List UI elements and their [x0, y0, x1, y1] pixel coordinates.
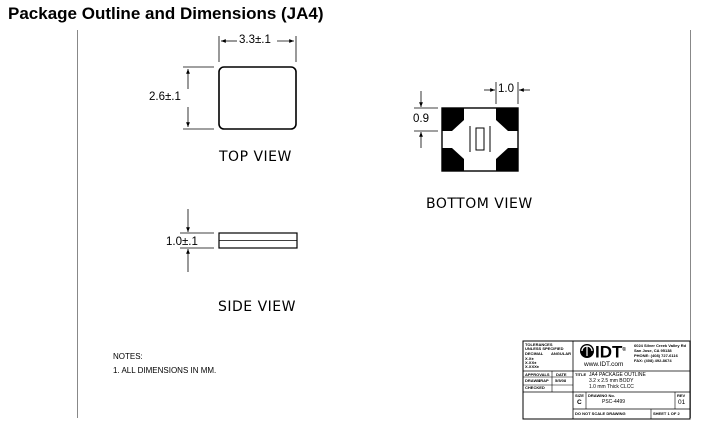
notes-heading: NOTES:	[113, 352, 143, 361]
note-item: 1. ALL DIMENSIONS IN MM.	[113, 366, 217, 375]
tb-sheet: SHEET 1 OF 2	[653, 411, 680, 416]
tb-title-line-2: 3.2 x 2.5 mm BODY	[589, 378, 634, 384]
tb-unless: UNLESS SPECIFIED	[525, 346, 564, 351]
tb-address-2: San Jose, CA 95138	[634, 348, 672, 353]
pad-bottom-right	[496, 148, 518, 171]
tb-rev-label: REV	[677, 393, 686, 398]
tb-drawn: DRAWN	[525, 378, 541, 383]
tb-no-scale: DO NOT SCALE DRAWING	[575, 411, 626, 416]
bottom-view-label: BOTTOM VIEW	[426, 196, 533, 212]
bottom-view-pad-width-dim: 1.0	[498, 83, 514, 95]
tb-phone: PHONE: (408) 727-6116	[634, 353, 678, 358]
tb-title-line-1: JA4 PACKAGE OUTLINE	[589, 372, 646, 378]
pad-bottom-left	[442, 148, 464, 171]
top-view-height-dim: 2.6±.1	[149, 91, 181, 103]
tb-xx: X.X±	[525, 356, 534, 361]
tb-xxx: X.XX±	[525, 360, 537, 365]
tb-size-value: C	[577, 399, 582, 406]
bottom-view-drawing	[414, 82, 530, 172]
page-title: Package Outline and Dimensions (JA4)	[8, 4, 324, 23]
tb-date: DATE	[556, 372, 567, 377]
side-view-label: SIDE VIEW	[218, 299, 296, 315]
tb-size-label: SIZE	[575, 393, 584, 398]
tb-drawn-by: JRAP	[538, 378, 549, 383]
tb-title-line-3: 1.0 mm Thick CLCC	[589, 384, 634, 390]
idt-logo-mark	[580, 344, 594, 358]
top-view-label: TOP VIEW	[219, 149, 292, 165]
tb-checked: CHECKED	[525, 385, 545, 390]
pad-top-right	[496, 108, 518, 131]
tb-drawn-date: 5/5/08	[555, 378, 567, 383]
tb-angular: ANGULAR	[551, 351, 571, 356]
pad-top-left	[442, 108, 464, 131]
crystal-symbol	[475, 127, 485, 151]
bottom-view-body	[441, 107, 519, 172]
side-view-thickness-dim: 1.0±.1	[166, 236, 198, 248]
tb-website: www.IDT.com	[584, 361, 624, 368]
bottom-view-pad-height-dim: 0.9	[413, 113, 429, 125]
idt-logo-text: IDT®	[595, 342, 627, 362]
tb-drawing-no: PSC-4499	[602, 399, 626, 405]
tb-rev-value: 01	[678, 399, 686, 406]
tb-address-1: 6024 Silver Creek Valley Rd	[634, 343, 687, 348]
tb-approvals: APPROVALS	[525, 372, 550, 377]
tb-fax: FAX: (408) 492-8674	[634, 358, 672, 363]
title-block-grid	[522, 340, 691, 420]
side-view-drawing	[180, 209, 298, 272]
top-view-body	[218, 66, 297, 130]
tb-title-label: TITLE	[575, 372, 587, 377]
tb-decimal: DECIMAL	[525, 351, 544, 356]
tb-drawing-no-label: DRAWING No.	[588, 393, 615, 398]
top-view-width-dim: 3.3±.1	[239, 34, 271, 46]
tb-xxxx: X.XXX±	[525, 364, 539, 369]
tb-tolerances: TOLERANCES	[525, 342, 553, 347]
top-view-drawing	[183, 36, 297, 130]
